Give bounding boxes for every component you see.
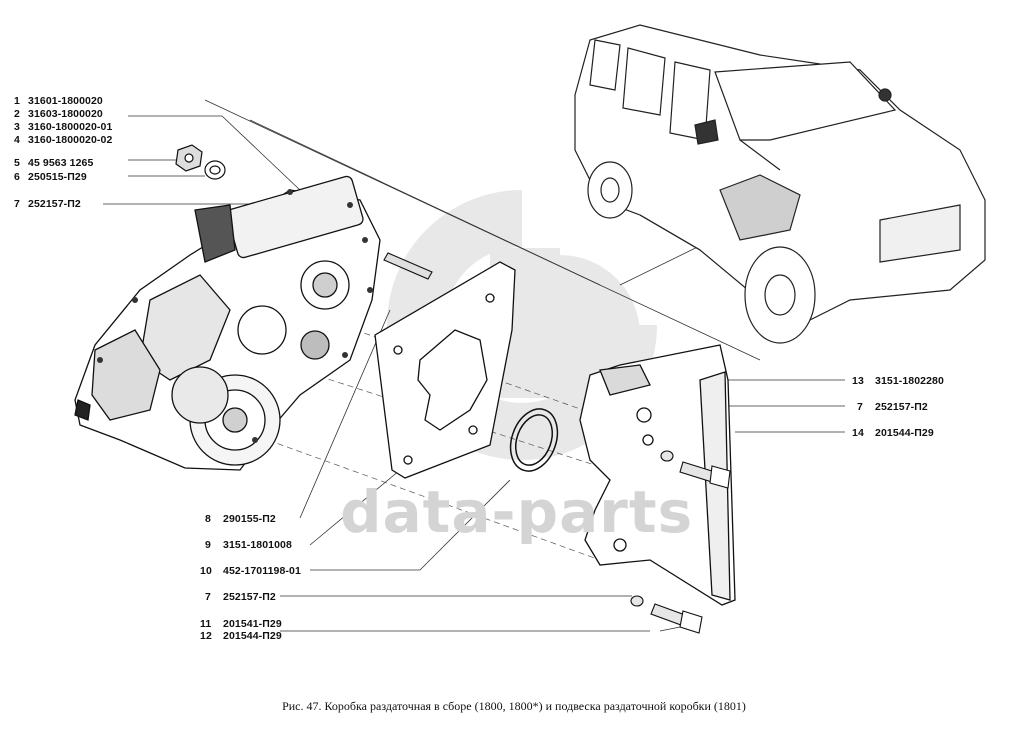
gasket-plate (374, 261, 516, 479)
vehicle-illustration (574, 24, 986, 344)
stud (383, 252, 433, 280)
mount-bracket (579, 344, 736, 606)
bolts-and-washers (630, 450, 731, 634)
transfer-case (74, 175, 381, 471)
nut-and-washer (175, 144, 226, 180)
watermark-text: data-parts (340, 478, 694, 546)
figure-caption: Рис. 47. Коробка раздаточная в сборе (18… (282, 699, 746, 713)
o-ring (509, 408, 559, 472)
